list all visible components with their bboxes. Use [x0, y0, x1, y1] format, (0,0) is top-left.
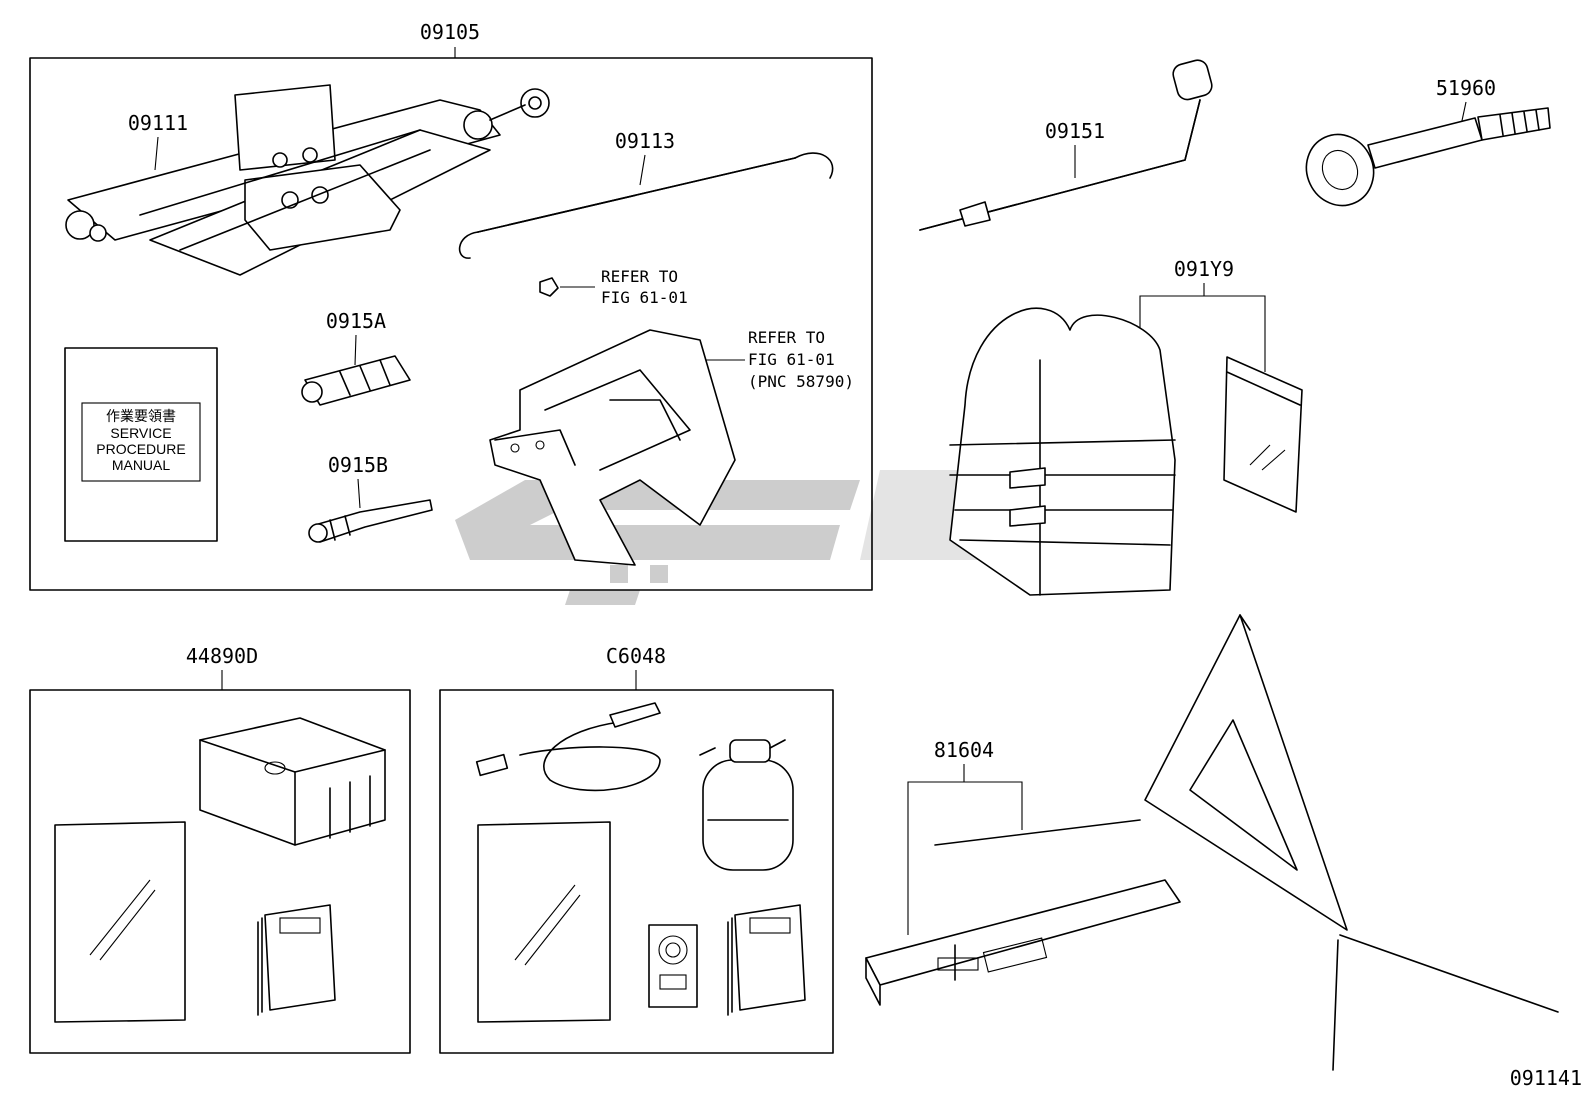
- manual-line2: PROCEDURE: [96, 441, 185, 457]
- callout-09113[interactable]: 09113: [615, 129, 675, 153]
- manual-jp: 作業要領書: [106, 408, 176, 424]
- jack-handle-drawing: [458, 152, 834, 259]
- nut-icon: [539, 277, 559, 297]
- part-0915b-drawing: [308, 499, 433, 543]
- warning-triangle-drawing: [865, 614, 1559, 1071]
- compressor-drawing: [199, 717, 386, 846]
- booklet-drawing: [257, 904, 336, 1016]
- scissor-jack-drawing: [65, 84, 550, 276]
- repair-kit-group: C6048: [439, 644, 834, 1054]
- refer-1-line2: FIG 61-01: [601, 288, 688, 307]
- callout-091y9[interactable]: 091Y9: [1174, 257, 1234, 281]
- figure-id: 091141: [1510, 1066, 1582, 1090]
- repair-booklet-drawing: [727, 904, 806, 1016]
- service-manual: 作業要領書 SERVICE PROCEDURE MANUAL: [64, 347, 218, 542]
- manual-line1: SERVICE: [110, 425, 171, 441]
- callout-44890d[interactable]: 44890D: [186, 644, 258, 668]
- compressor-kit-box: [29, 689, 411, 1054]
- wheel-wrench-drawing: [919, 59, 1213, 231]
- callout-0915a[interactable]: 0915A: [326, 309, 386, 333]
- sealant-bottle-drawing: [699, 739, 794, 871]
- jack-set-box: [29, 57, 873, 591]
- hose-drawing: [475, 702, 661, 792]
- sticker-drawing: [648, 924, 698, 1008]
- callout-51960[interactable]: 51960: [1436, 76, 1496, 100]
- compressor-kit-group: 44890D: [29, 644, 411, 1054]
- part-0915a-drawing: [301, 355, 411, 406]
- refer-1-line1: REFER TO: [601, 267, 678, 286]
- manual-line3: MANUAL: [112, 457, 171, 473]
- callout-0915b[interactable]: 0915B: [328, 453, 388, 477]
- refer-2-line3: (PNC 58790): [748, 372, 854, 391]
- callout-c6048[interactable]: C6048: [606, 644, 666, 668]
- refer-2-line2: FIG 61-01: [748, 350, 835, 369]
- tool-tray-drawing: [489, 329, 736, 566]
- bag-drawing: [54, 821, 186, 1023]
- jack-set-group: 09105 09111 09113: [29, 20, 873, 591]
- repair-bag-drawing: [477, 821, 611, 1023]
- refer-note-1: REFER TO FIG 61-01: [539, 267, 688, 307]
- vest-pouch-drawing: [1223, 356, 1303, 513]
- refer-note-2: REFER TO FIG 61-01 (PNC 58790): [700, 328, 854, 391]
- callout-09111[interactable]: 09111: [128, 111, 188, 135]
- tow-eye-drawing: [1305, 107, 1551, 207]
- callout-09151[interactable]: 09151: [1045, 119, 1105, 143]
- refer-2-line1: REFER TO: [748, 328, 825, 347]
- callout-09105[interactable]: 09105: [420, 20, 480, 44]
- safety-vest-drawing: [949, 307, 1176, 596]
- callout-81604[interactable]: 81604: [934, 738, 994, 762]
